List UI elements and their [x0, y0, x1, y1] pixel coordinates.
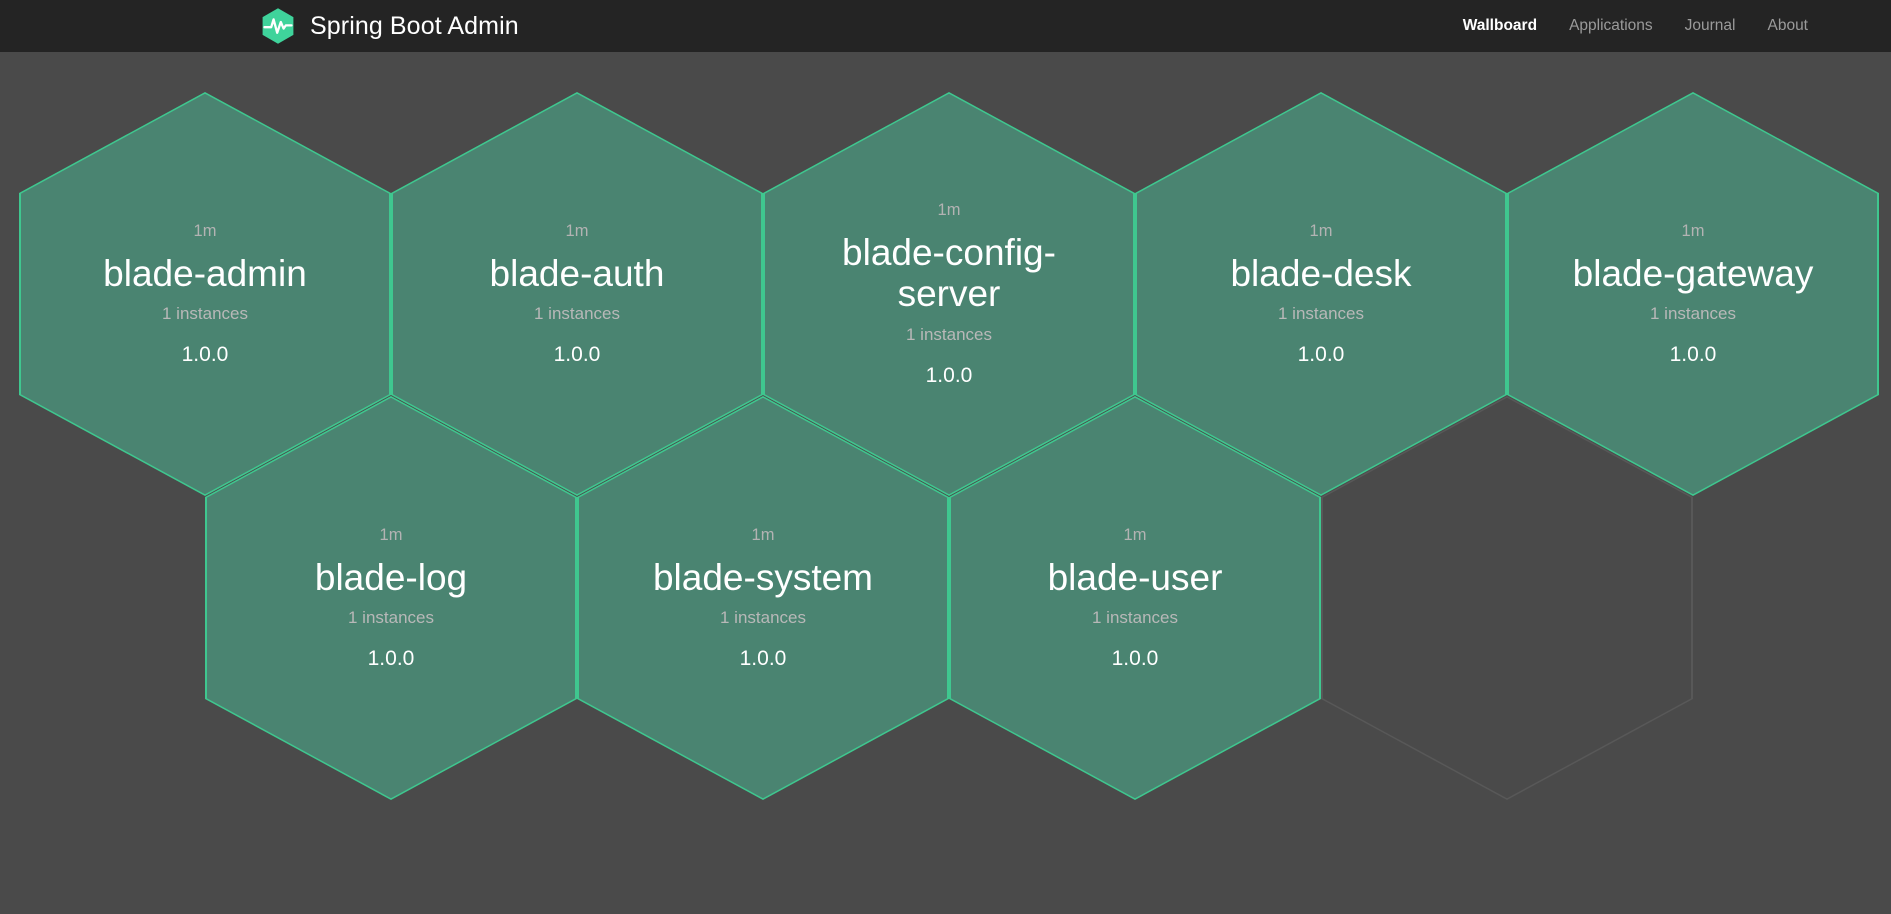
application-hexagon-blade-system[interactable]: 1m blade-system 1 instances 1.0.0	[577, 396, 949, 800]
top-navbar: Spring Boot Admin Wallboard Applications…	[0, 0, 1891, 52]
application-version: 1.0.0	[739, 646, 787, 670]
application-name: blade-desk	[1230, 252, 1412, 294]
hexagon-grid: 1m blade-admin 1 instances 1.0.0 1m blade-aut…	[0, 52, 1891, 914]
application-hexagon-blade-admin[interactable]: 1m blade-admin 1 instances 1.0.0	[19, 92, 391, 496]
application-name: blade-gateway	[1572, 252, 1814, 294]
hexagon-body: 1m blade-admin 1 instances 1.0.0	[20, 93, 390, 495]
application-name: blade-log	[314, 556, 468, 598]
application-version: 1.0.0	[1297, 342, 1345, 366]
application-uptime: 1m	[751, 526, 775, 545]
application-instance-count: 1 instances	[1649, 303, 1736, 323]
application-instance-count: 1 instances	[1277, 303, 1364, 323]
hexagon-body: 1m blade-gateway 1 instances 1.0.0	[1508, 93, 1878, 495]
application-uptime: 1m	[193, 222, 217, 241]
heartbeat-hexagon-logo-icon	[258, 6, 298, 46]
nav-item-about[interactable]: About	[1767, 17, 1808, 34]
application-uptime: 1m	[565, 222, 589, 241]
wallboard-panel: 1m blade-admin 1 instances 1.0.0 1m blade-aut…	[0, 52, 1891, 914]
brand-link[interactable]: Spring Boot Admin	[258, 0, 519, 52]
application-version: 1.0.0	[367, 646, 415, 670]
nav-item-journal[interactable]: Journal	[1684, 17, 1736, 34]
application-name: blade-user	[1047, 556, 1223, 598]
application-instance-count: 1 instances	[719, 607, 806, 627]
application-name: blade-admin	[103, 252, 307, 294]
application-hexagon-blade-auth[interactable]: 1m blade-auth 1 instances 1.0.0	[391, 92, 763, 496]
application-instance-count: 1 instances	[533, 303, 620, 323]
application-name: blade-system	[652, 556, 873, 598]
application-hexagon-blade-log[interactable]: 1m blade-log 1 instances 1.0.0	[205, 396, 577, 800]
main-nav: Wallboard Applications Journal About	[1447, 0, 1824, 52]
application-version: 1.0.0	[1669, 342, 1717, 366]
application-uptime: 1m	[1309, 222, 1333, 241]
application-hexagon-blade-gateway[interactable]: 1m blade-gateway 1 instances 1.0.0	[1507, 92, 1879, 496]
hexagon-body	[1322, 397, 1692, 799]
application-hexagon-blade-config-server[interactable]: 1m blade-config-server 1 instances 1.0.0	[763, 92, 1135, 496]
application-uptime: 1m	[1123, 526, 1147, 545]
nav-item-applications[interactable]: Applications	[1569, 17, 1653, 34]
application-name: blade-auth	[489, 252, 665, 294]
application-uptime: 1m	[379, 526, 403, 545]
application-name: blade-config-server	[842, 231, 1056, 315]
application-version: 1.0.0	[1111, 646, 1159, 670]
application-instance-count: 1 instances	[905, 324, 992, 344]
brand-title: Spring Boot Admin	[310, 11, 519, 40]
hexagon-body: 1m blade-desk 1 instances 1.0.0	[1136, 93, 1506, 495]
nav-item-wallboard[interactable]: Wallboard	[1462, 17, 1538, 34]
application-hexagon-blade-user[interactable]: 1m blade-user 1 instances 1.0.0	[949, 396, 1321, 800]
application-version: 1.0.0	[925, 363, 973, 387]
application-uptime: 1m	[1681, 222, 1705, 241]
application-version: 1.0.0	[181, 342, 229, 366]
application-instance-count: 1 instances	[161, 303, 248, 323]
application-version: 1.0.0	[553, 342, 601, 366]
application-instance-count: 1 instances	[347, 607, 434, 627]
application-instance-count: 1 instances	[1091, 607, 1178, 627]
application-uptime: 1m	[937, 201, 961, 220]
